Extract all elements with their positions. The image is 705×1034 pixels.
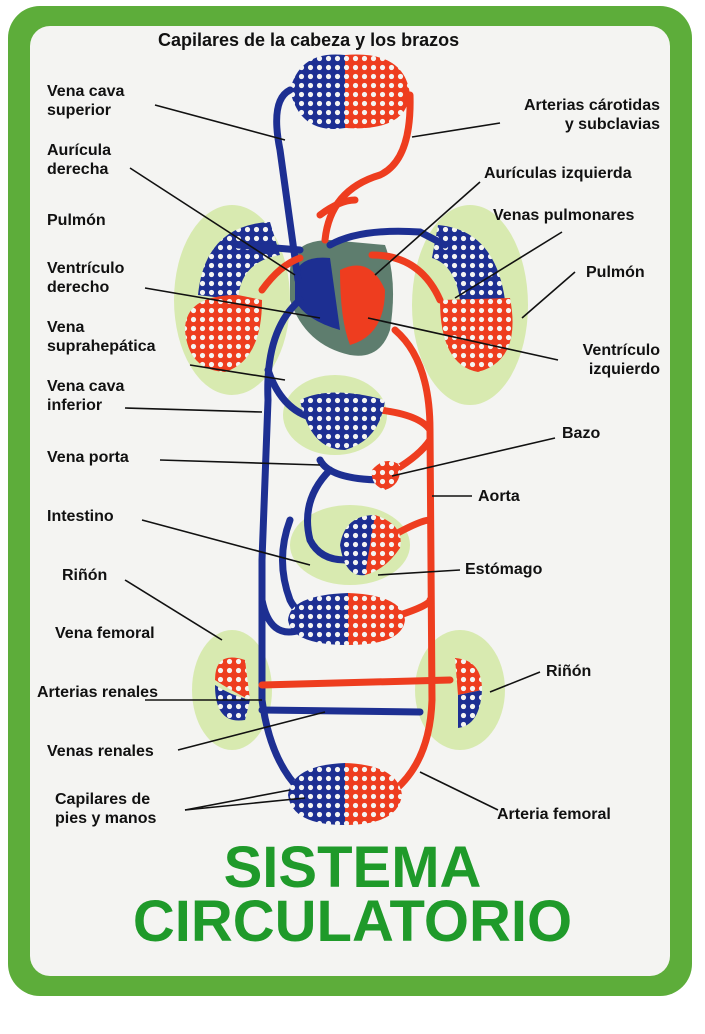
left-lung [185, 222, 280, 372]
label-superior-vena-cava-line1: Vena cava [47, 83, 125, 100]
label-kidney-right: Riñón [546, 663, 592, 680]
label-left-ventricle-line1: Ventrículo [582, 342, 660, 359]
label-hepatic-vein-line1: Vena [47, 319, 85, 336]
label-kidney-left: Riñón [62, 567, 108, 584]
label-renal-veins: Venas renales [47, 743, 154, 760]
label-right-ventricle: Ventrículo derecho [47, 259, 124, 297]
right-kidney-capillaries [455, 658, 482, 728]
label-carotid: Arterias cárotidas y subclavias [524, 96, 660, 134]
label-carotid-line2: y subclavias [564, 116, 660, 133]
label-portal-vein: Vena porta [47, 449, 129, 466]
label-hepatic-vein: Vena suprahepática [47, 318, 155, 356]
label-stomach: Estómago [465, 561, 543, 578]
leader-lines [124, 104, 576, 811]
label-femoral-vein: Vena femoral [55, 625, 155, 642]
label-feet-capillaries: Capilares de pies y manos [55, 790, 156, 828]
label-inferior-vena-cava-line1: Vena cava [47, 378, 125, 395]
feet-capillaries [288, 763, 402, 825]
stomach-capillaries [340, 515, 401, 576]
head-capillaries [290, 54, 410, 129]
left-kidney-capillaries [215, 657, 250, 721]
label-right-ventricle-line2: derecho [47, 279, 110, 296]
label-left-atrium: Aurículas izquierda [484, 165, 632, 182]
label-superior-vena-cava: Vena cava superior [47, 82, 124, 120]
label-spleen: Bazo [562, 425, 601, 442]
label-right-atrium: Aurícula derecha [47, 141, 111, 179]
label-carotid-line1: Arterias cárotidas [523, 97, 660, 114]
intestine-capillaries [288, 593, 405, 645]
label-inferior-vena-cava: Vena cava inferior [47, 377, 124, 415]
label-inferior-vena-cava-line2: inferior [47, 397, 103, 414]
label-lung-right: Pulmón [586, 264, 645, 281]
title-line2: CIRCULATORIO [132, 889, 573, 954]
label-right-atrium-line1: Aurícula [47, 142, 112, 159]
green-frame [8, 6, 692, 996]
label-head-capillaries: Capilares de la cabeza y los brazos [158, 30, 460, 50]
label-left-ventricle: Ventrículo izquierdo [583, 341, 660, 379]
label-intestine: Intestino [47, 508, 114, 525]
spleen-capillaries [371, 461, 401, 490]
label-right-ventricle-line1: Ventrículo [47, 260, 125, 277]
label-feet-capillaries-line2: pies y manos [55, 810, 157, 827]
label-right-atrium-line2: derecha [47, 161, 109, 178]
title-line1: SISTEMA [223, 835, 482, 900]
label-femoral-artery: Arteria femoral [497, 806, 611, 823]
liver-capillaries [300, 392, 385, 450]
label-superior-vena-cava-line2: superior [47, 102, 112, 119]
label-renal-arteries: Arterias renales [37, 684, 158, 701]
label-aorta: Aorta [478, 488, 520, 505]
label-hepatic-vein-line2: suprahepática [47, 338, 156, 355]
right-lung [432, 225, 513, 372]
label-pulmonary-veins: Venas pulmonares [493, 207, 635, 224]
label-left-ventricle-line2: izquierdo [588, 361, 660, 378]
heart [290, 240, 394, 356]
label-lung-left: Pulmón [47, 212, 106, 229]
label-feet-capillaries-line1: Capilares de [55, 791, 151, 808]
